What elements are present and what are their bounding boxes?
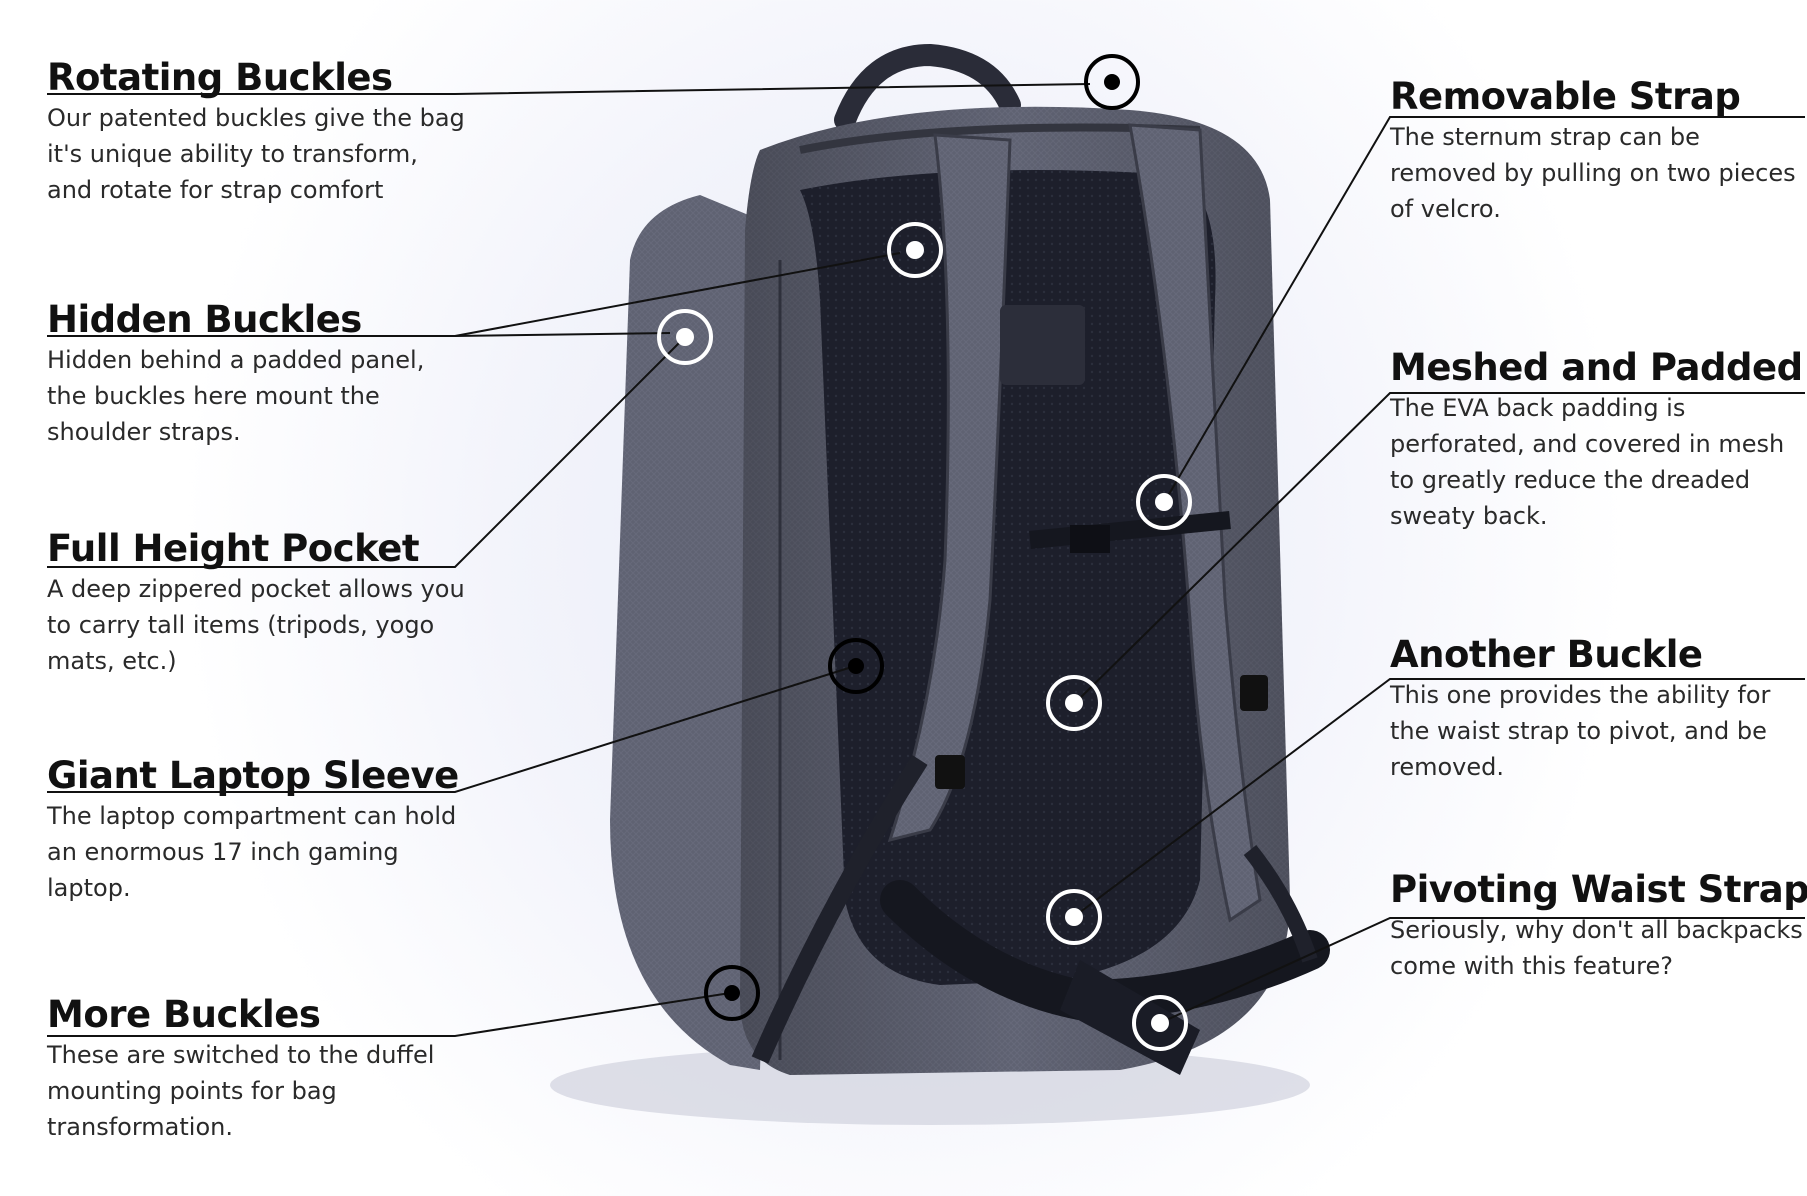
callout-text: The laptop compartment can hold an enorm… [47, 802, 457, 902]
callout-text: Seriously, why don't all backpacks come … [1390, 916, 1803, 980]
callout-title: Hidden Buckles [47, 298, 362, 341]
leader-lines [47, 83, 1805, 1037]
leader-rotating-buckles [47, 83, 1091, 95]
callout-more-buckles: More Buckles These are switched to the d… [47, 993, 467, 1145]
callout-title: More Buckles [47, 993, 321, 1036]
marker-hidden-buckles-top [887, 222, 943, 278]
callout-text: These are switched to the duffel mountin… [47, 1041, 435, 1141]
left-shoulder-strap [887, 133, 1012, 843]
callout-text: A deep zippered pocket allows you to car… [47, 575, 465, 675]
callout-removable-strap: Removable Strap The sternum strap can be… [1390, 75, 1807, 227]
marker-giant-laptop-sleeve [828, 638, 884, 694]
callout-title: Giant Laptop Sleeve [47, 754, 459, 797]
markers [657, 54, 1192, 1051]
marker-meshed-and-padded [1046, 675, 1102, 731]
marker-pivoting-waist-strap [1132, 995, 1188, 1051]
callout-meshed-and-padded: Meshed and Padded The EVA back padding i… [1390, 346, 1807, 534]
marker-rotating-buckles [1084, 54, 1140, 110]
marker-removable-strap [1136, 474, 1192, 530]
marker-another-buckle [1046, 889, 1102, 945]
callout-hidden-buckles: Hidden Buckles Hidden behind a padded pa… [47, 298, 467, 450]
leader-removable-strap [1164, 116, 1805, 502]
callout-title: Removable Strap [1390, 75, 1741, 118]
callout-text: The EVA back padding is perforated, and … [1390, 394, 1785, 530]
callout-text: Hidden behind a padded panel, the buckle… [47, 346, 425, 446]
brand-tag [1000, 305, 1085, 385]
leader-giant-laptop-sleeve [47, 665, 856, 793]
callout-text: This one provides the ability for the wa… [1390, 681, 1771, 781]
callout-title: Pivoting Waist Strap [1390, 868, 1807, 911]
callout-title: Rotating Buckles [47, 56, 393, 99]
sternum-strap [1029, 511, 1231, 549]
leader-more-buckles [47, 992, 731, 1037]
callout-full-height-pocket: Full Height Pocket A deep zippered pocke… [47, 527, 467, 679]
marker-hidden-buckles-side [657, 309, 713, 365]
leader-hidden-buckles-2 [454, 332, 671, 337]
leader-pivoting-waist-strap [1159, 917, 1805, 1024]
leader-another-buckle [1074, 678, 1805, 917]
callout-title: Meshed and Padded [1390, 346, 1803, 389]
callout-another-buckle: Another Buckle This one provides the abi… [1390, 633, 1807, 785]
leader-meshed-and-padded [1074, 392, 1805, 704]
callout-text: The sternum strap can be removed by pull… [1390, 123, 1796, 223]
backpack-body [610, 43, 1330, 1076]
leader-full-height-pocket [47, 336, 686, 568]
callout-giant-laptop-sleeve: Giant Laptop Sleeve The laptop compartme… [47, 754, 467, 906]
callout-rotating-buckles: Rotating Buckles Our patented buckles gi… [47, 56, 467, 208]
callout-title: Full Height Pocket [47, 527, 420, 570]
callout-pivoting-waist-strap: Pivoting Waist Strap Seriously, why don'… [1390, 868, 1807, 984]
callout-title: Another Buckle [1390, 633, 1703, 676]
callout-text: Our patented buckles give the bag it's u… [47, 104, 465, 204]
marker-more-buckles [704, 965, 760, 1021]
